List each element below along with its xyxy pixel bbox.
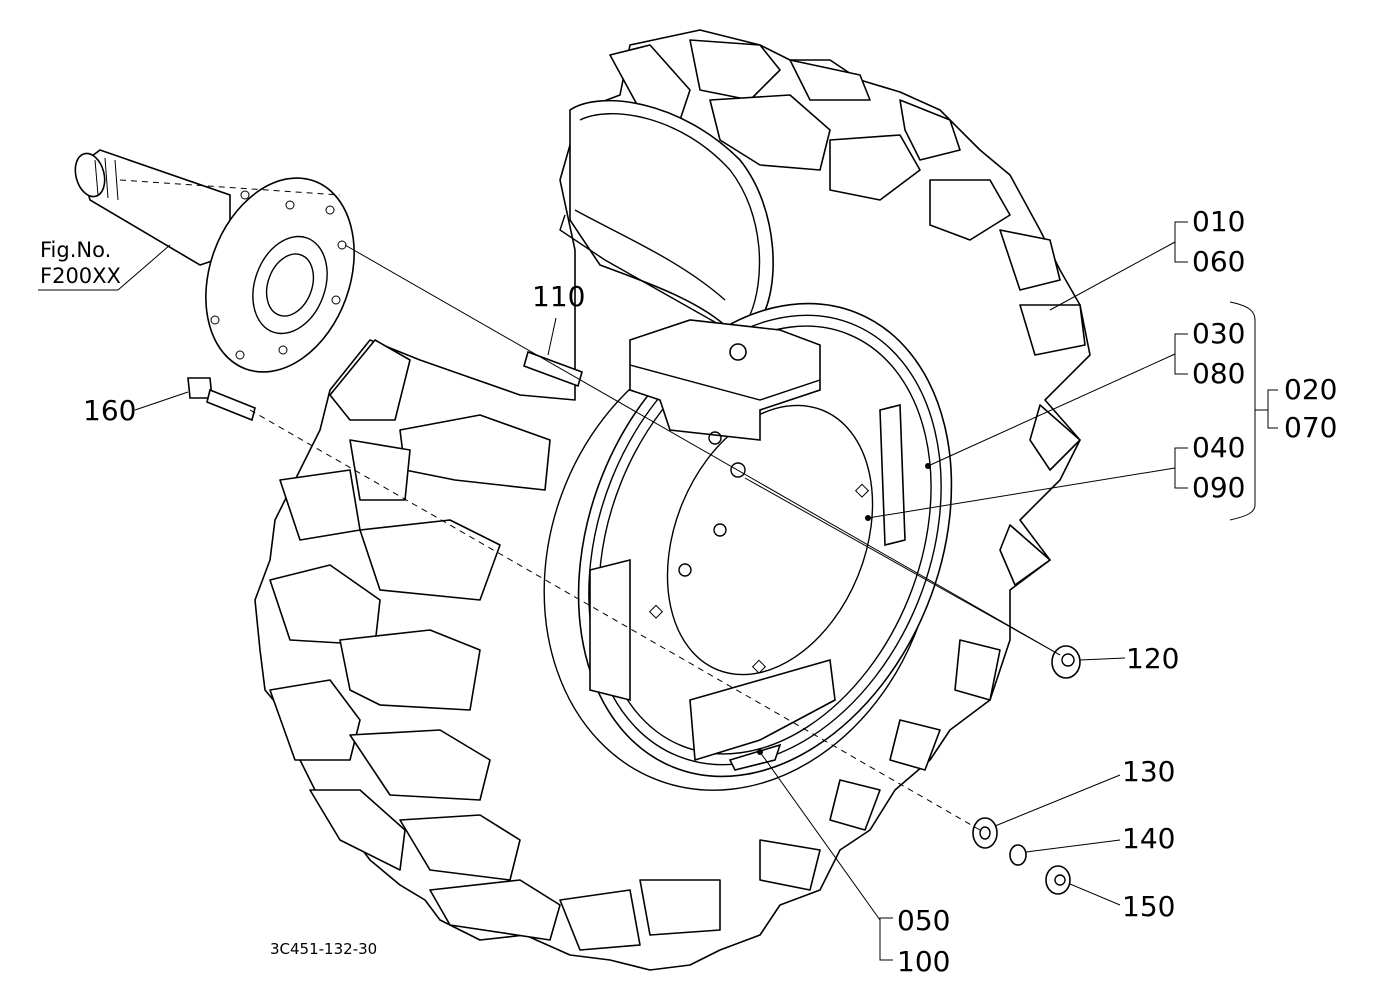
nut-150 [1045, 865, 1071, 895]
callout-070: 070 [1284, 411, 1338, 444]
spring-washer-140 [1009, 844, 1027, 866]
nut-120 [1051, 645, 1081, 679]
bolt-160 [187, 377, 256, 422]
drawing-code: 3C451-132-30 [270, 940, 378, 958]
figure-reference-code: F200XX [40, 264, 121, 288]
callout-150: 150 [1122, 890, 1176, 923]
figure-reference-label: Fig.No. [40, 238, 112, 262]
stud-bolt-110 [523, 350, 583, 388]
callout-040: 040 [1192, 431, 1246, 464]
tire-section-cut [559, 99, 774, 336]
callout-060: 060 [1192, 245, 1246, 278]
callout-160: 160 [83, 394, 137, 427]
callout-100: 100 [897, 945, 951, 978]
callout-020: 020 [1284, 373, 1338, 406]
callout-090: 090 [1192, 471, 1246, 504]
callout-140: 140 [1122, 822, 1176, 855]
callout-130: 130 [1122, 755, 1176, 788]
leader-lines [38, 221, 1278, 961]
rim [577, 302, 953, 778]
washer-130 [972, 817, 998, 849]
callout-080: 080 [1192, 357, 1246, 390]
callout-110: 110 [532, 280, 586, 313]
axle-flange [74, 149, 355, 373]
callout-050: 050 [897, 904, 951, 937]
callout-010: 010 [1192, 205, 1246, 238]
callout-120: 120 [1126, 642, 1180, 675]
callout-030: 030 [1192, 317, 1246, 350]
